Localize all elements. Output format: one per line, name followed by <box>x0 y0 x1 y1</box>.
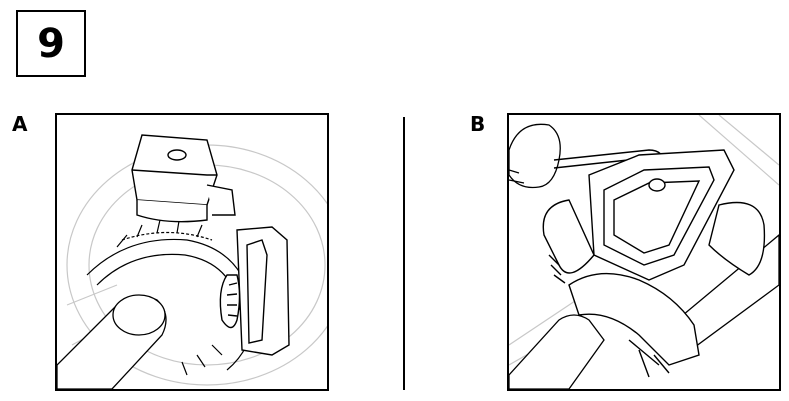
mount-block <box>588 149 735 281</box>
mount-block <box>131 134 236 223</box>
hex-key-tightening-illustration <box>509 115 779 389</box>
panel-b-label: B <box>470 112 486 136</box>
mount-assembly-illustration <box>57 134 327 389</box>
step-number: 9 <box>37 20 65 67</box>
panel-divider <box>403 117 405 390</box>
panel-a-illustration <box>55 113 329 391</box>
hand-icon <box>509 123 561 189</box>
clamp-strap <box>542 199 766 378</box>
panel-a-label: A <box>12 112 28 136</box>
side-buckle <box>219 226 290 356</box>
handlebar-tube <box>57 294 167 389</box>
background-lines <box>509 115 779 366</box>
panel-b-illustration <box>507 113 781 391</box>
ratchet-strip <box>121 231 213 241</box>
step-number-box: 9 <box>16 10 86 77</box>
